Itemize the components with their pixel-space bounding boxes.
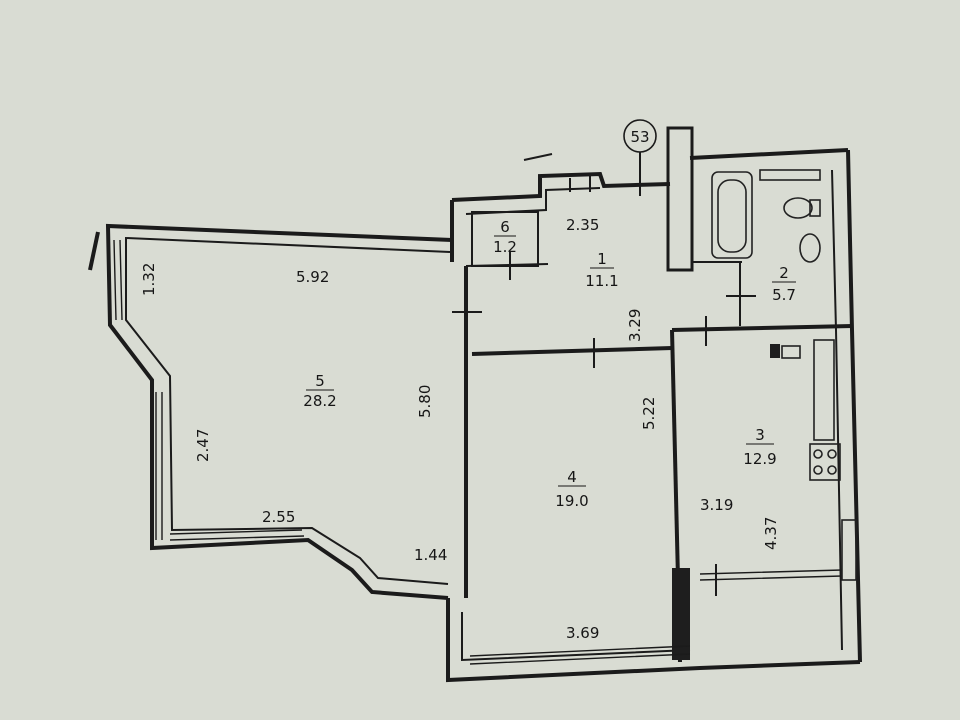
wall-1-4 — [471, 346, 673, 356]
room4-number: 4 — [567, 468, 577, 486]
wall-room4-bottom-inner — [461, 612, 691, 662]
wall-1-3 — [671, 324, 853, 332]
wall-east-inner — [831, 169, 843, 651]
unit-marker: 53 — [623, 119, 657, 170]
window-room4 — [469, 645, 691, 665]
dim-room5-right: 5.80 — [416, 385, 434, 418]
wall-stub-top — [523, 153, 553, 161]
window-room5-south — [169, 529, 305, 541]
wall-room5-outline — [105, 223, 453, 600]
room6-area: 1.2 — [493, 238, 517, 256]
kitchen-counter — [813, 339, 835, 441]
room3-area: 12.9 — [743, 450, 776, 468]
kitchen-sink-block — [770, 344, 780, 358]
dim-room5-top: 5.92 — [296, 268, 329, 286]
wall-room4-bottom — [446, 598, 861, 683]
dim-room4-bottom: 3.69 — [566, 624, 599, 642]
dim-room3-width: 3.19 — [700, 496, 733, 514]
dimension-labels: 5.92 1.32 2.47 5.80 2.55 1.44 2.35 3.29 … — [140, 216, 780, 642]
dim-room1-top: 2.35 — [566, 216, 599, 234]
room4-area: 19.0 — [555, 492, 588, 510]
wall-room5-inner — [125, 236, 451, 585]
wall-north-hall — [451, 171, 671, 202]
toilet-tank — [809, 199, 821, 217]
wall-north-hall-inner — [465, 187, 601, 215]
sink — [799, 233, 821, 263]
burner-4 — [827, 465, 837, 475]
kitchen-sink — [781, 345, 801, 359]
stove — [809, 443, 841, 481]
room2-area: 5.7 — [772, 286, 796, 304]
burner-2 — [827, 449, 837, 459]
dim-room5-bottom: 2.55 — [262, 508, 295, 526]
shaft — [666, 126, 694, 272]
dim-room5-bottom-right: 1.44 — [414, 546, 447, 564]
bathtub — [711, 171, 753, 259]
radiator — [841, 519, 857, 581]
window-room3 — [699, 569, 843, 581]
room1-number: 1 — [597, 250, 607, 268]
dim-room5-left-lower: 2.47 — [194, 429, 212, 462]
toilet — [783, 197, 813, 219]
column-4-3 — [672, 568, 690, 660]
wall-east — [846, 149, 862, 663]
dim-room4-side: 5.22 — [640, 397, 658, 430]
bathtub-inner — [717, 179, 747, 253]
exterior-walls — [88, 148, 862, 683]
door-marks — [452, 168, 756, 596]
room5-area: 28.2 — [303, 392, 336, 410]
burner-3 — [813, 465, 823, 475]
dim-room3-depth: 4.37 — [762, 517, 780, 550]
room-labels: 5 28.2 4 19.0 1 11.1 2 5.7 3 12.9 6 1.2 — [303, 218, 796, 510]
dim-room5-left-upper: 1.32 — [140, 263, 158, 296]
room2-number: 2 — [779, 264, 789, 282]
windows — [113, 239, 843, 665]
window-room5-nw — [113, 239, 123, 321]
unit-marker-label: 53 — [630, 128, 649, 146]
wall-stub-left — [88, 231, 100, 271]
window-room5-west — [155, 392, 163, 540]
room1-area: 11.1 — [585, 272, 618, 290]
bath-counter — [759, 169, 821, 181]
room3-number: 3 — [755, 426, 765, 444]
fixtures — [711, 169, 857, 581]
dim-room1-side: 3.29 — [626, 309, 644, 342]
wall-north-bath — [689, 148, 849, 160]
interior-walls — [464, 126, 853, 663]
room5-number: 5 — [315, 372, 325, 390]
room6-number: 6 — [500, 218, 510, 236]
closet-bottom — [465, 263, 549, 267]
burner-1 — [813, 449, 823, 459]
